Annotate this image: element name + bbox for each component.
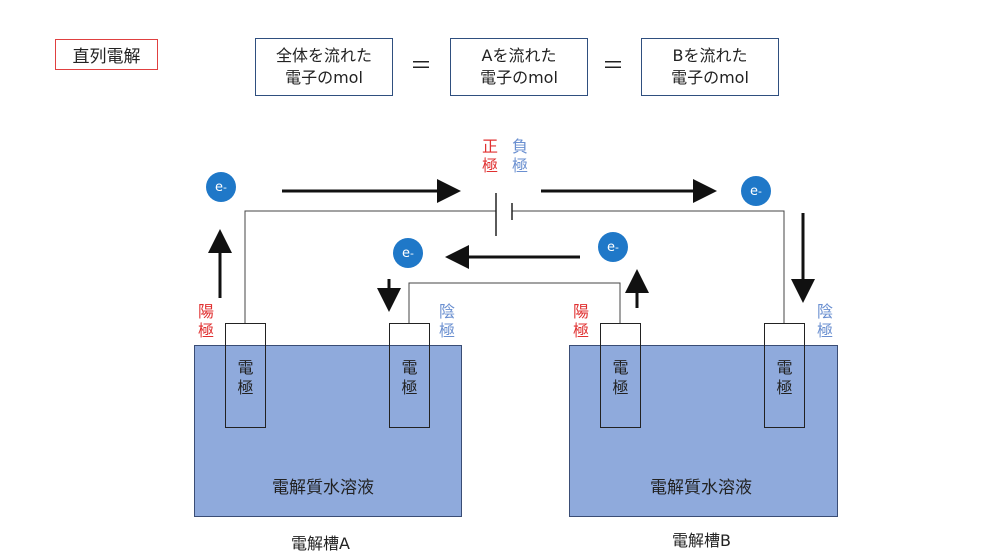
equals-sign-2: ＝: [602, 54, 625, 79]
cell-b-cathode-label: 陰極: [816, 302, 833, 340]
cell-b-anode-label: 陽極: [572, 302, 589, 340]
diagram-title: 直列電解: [55, 39, 158, 70]
equals-sign-1: ＝: [410, 54, 433, 79]
electron-icon-middle-right: e-: [598, 232, 628, 262]
cell-a-name: 電解槽A: [291, 534, 350, 553]
cell-a-solution-label: 電解質水溶液: [272, 478, 374, 498]
cell-b-line-1: Bを流れた: [672, 46, 748, 65]
cell-b-anode-electrode: 電極: [600, 323, 641, 428]
cell-a-cathode-label: 陰極: [438, 302, 455, 340]
wire-anode-a-to-battery: [244, 210, 496, 323]
wire-battery-to-cathode-b: [512, 210, 785, 323]
cell-b-cathode-electrode: 電極: [764, 323, 805, 428]
electron-icon-top-left: e-: [206, 172, 236, 202]
cell-a-line-2: 電子のmol: [480, 68, 558, 87]
electrolysis-cell-a: [194, 345, 462, 517]
electron-icon-middle-left: e-: [393, 238, 423, 268]
cell-a-anode-electrode: 電極: [225, 323, 266, 428]
total-line-2: 電子のmol: [285, 68, 363, 87]
cell-b-solution-label: 電解質水溶液: [650, 478, 752, 498]
total-electron-box: 全体を流れた 電子のmol: [255, 38, 393, 96]
cell-a-anode-label: 陽極: [197, 302, 214, 340]
electron-icon-top-right: e-: [741, 176, 771, 206]
cell-a-cathode-electrode: 電極: [389, 323, 430, 428]
electrolysis-cell-b: [569, 345, 838, 517]
cell-b-electron-box: Bを流れた 電子のmol: [641, 38, 779, 96]
cell-b-name: 電解槽B: [672, 531, 731, 550]
cell-a-electron-box: Aを流れた 電子のmol: [450, 38, 588, 96]
total-line-1: 全体を流れた: [275, 46, 372, 65]
cell-a-line-1: Aを流れた: [481, 46, 557, 65]
cell-b-line-2: 電子のmol: [671, 68, 749, 87]
positive-terminal-label: 正極: [481, 137, 498, 175]
negative-terminal-label: 負極: [511, 137, 528, 175]
